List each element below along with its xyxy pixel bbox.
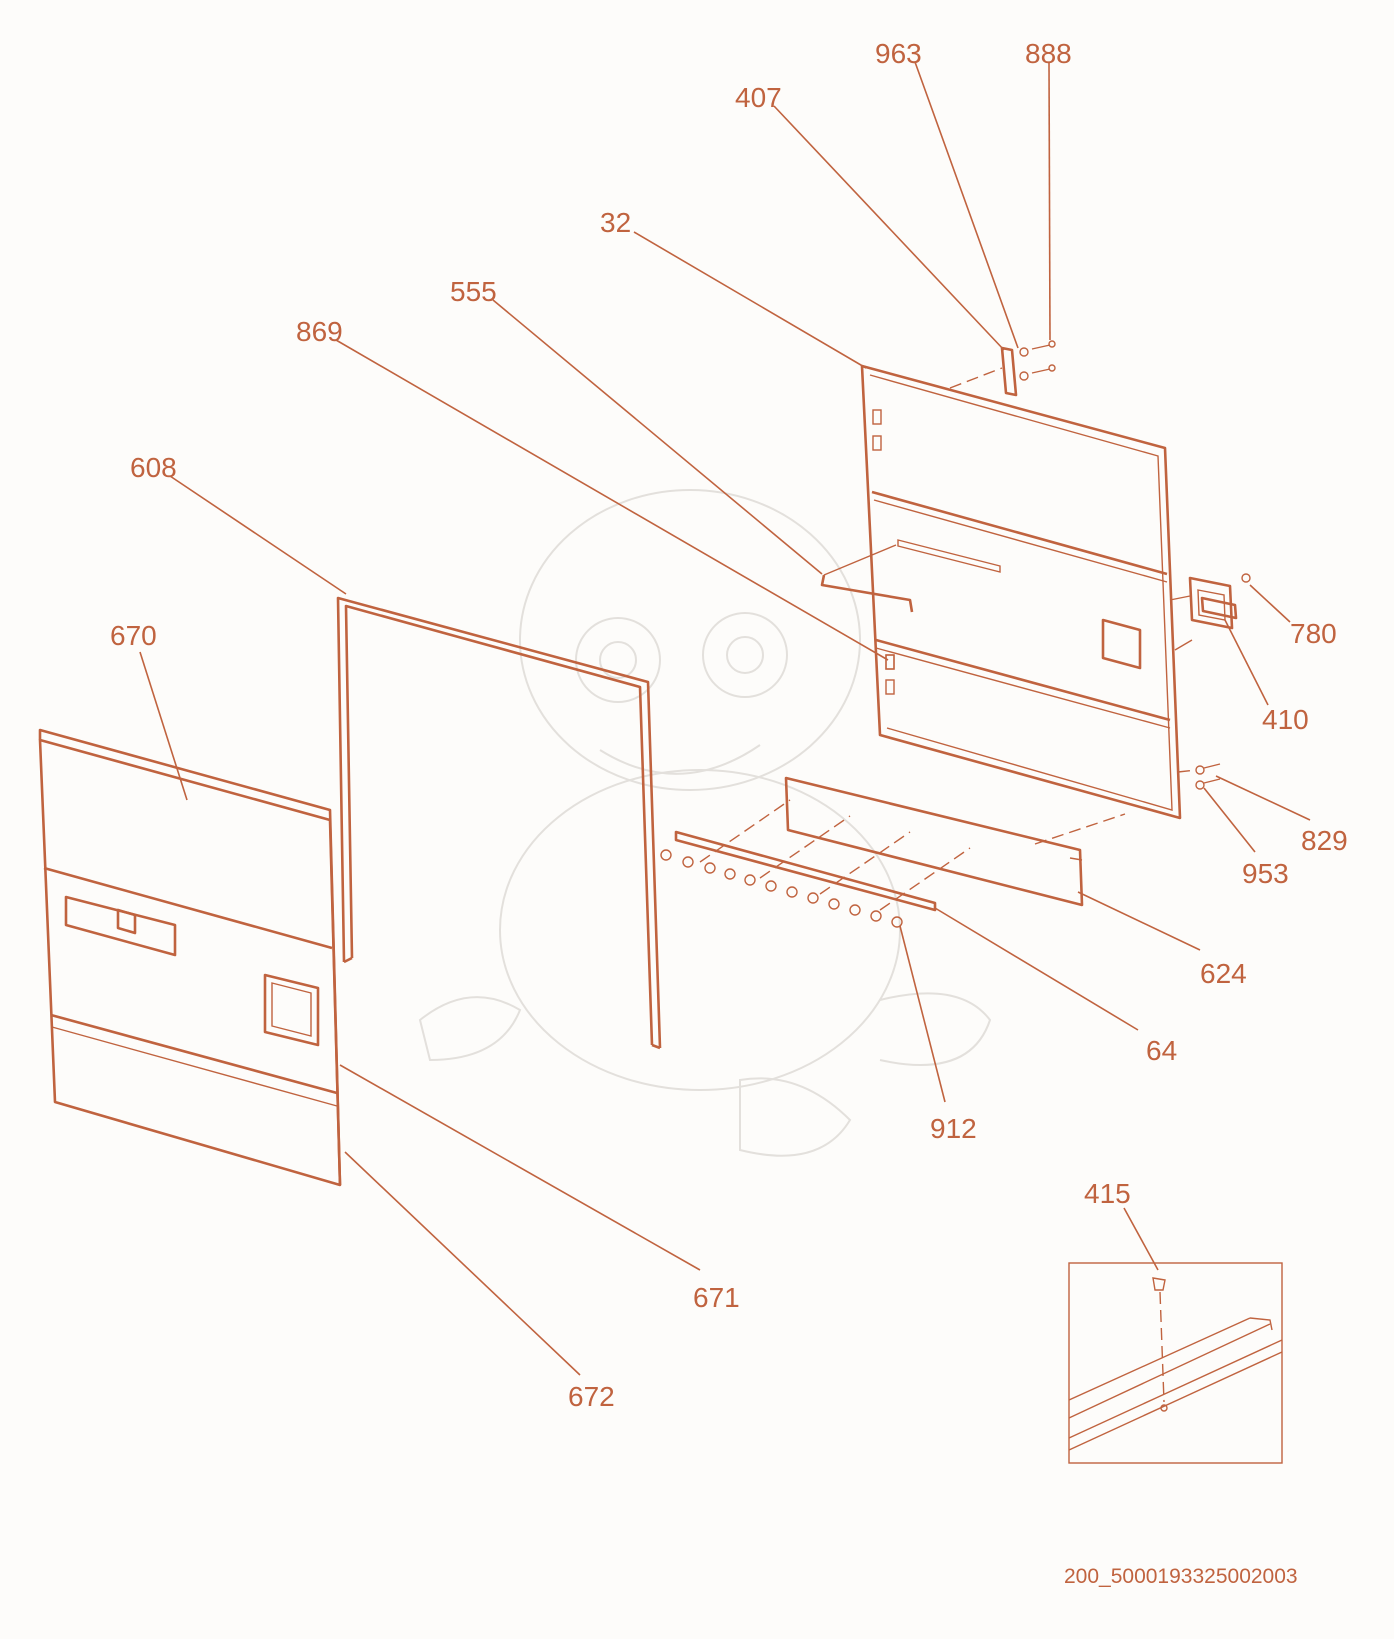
- watermark-dragon: [418, 489, 992, 1157]
- callout-671: 671: [693, 1282, 740, 1313]
- callout-780: 780: [1290, 618, 1337, 649]
- nut-row: [660, 849, 903, 928]
- callout-670: 670: [110, 620, 157, 651]
- rail-with-nuts: [660, 799, 971, 928]
- door-seal: [336, 596, 662, 1050]
- inner-door-panel: [860, 364, 1182, 820]
- callout-829: 829: [1301, 825, 1348, 856]
- callout-608: 608: [130, 452, 177, 483]
- door-latch: [1169, 573, 1251, 651]
- hinge-bracket: [949, 340, 1056, 397]
- callout-912: 912: [930, 1113, 977, 1144]
- callout-410: 410: [1262, 704, 1309, 735]
- callout-labels: 963 888 407 32 555 869 608 670 780 410 8…: [110, 38, 1348, 1412]
- front-door-panel: [38, 728, 342, 1187]
- callout-869: 869: [296, 316, 343, 347]
- wire-rod: [820, 544, 914, 613]
- callout-407: 407: [735, 82, 782, 113]
- callout-888: 888: [1025, 38, 1072, 69]
- bottom-strip: [784, 776, 1126, 907]
- leader-lines: [139, 61, 1311, 1376]
- callout-32: 32: [600, 207, 631, 238]
- document-code: 200_5000193325002003: [1064, 1565, 1298, 1588]
- detail-inset: [1068, 1262, 1283, 1464]
- callout-555: 555: [450, 276, 497, 307]
- callout-953: 953: [1242, 858, 1289, 889]
- clip-strip: [885, 654, 895, 670]
- screws-829-953: [1177, 763, 1221, 790]
- callout-963: 963: [875, 38, 922, 69]
- callout-64: 64: [1146, 1035, 1177, 1066]
- callout-672: 672: [568, 1381, 615, 1412]
- callout-415: 415: [1084, 1178, 1131, 1209]
- callout-624: 624: [1200, 958, 1247, 989]
